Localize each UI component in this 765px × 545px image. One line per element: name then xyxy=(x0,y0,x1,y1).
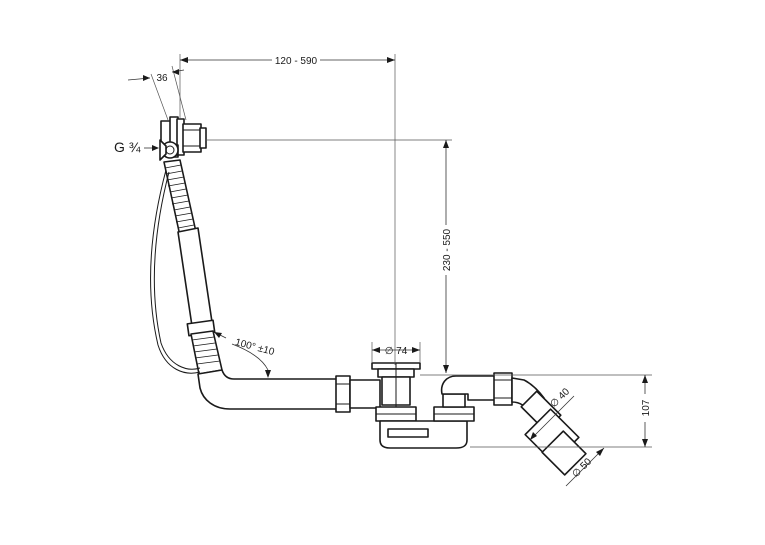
vertical-reach-label: 230 - 550 xyxy=(442,228,453,271)
dimension-horizontal-reach xyxy=(179,54,396,365)
dimension-vertical-reach xyxy=(205,139,452,373)
dimension-connection-thickness xyxy=(127,65,187,121)
bend-angle-label: 100° ±10 xyxy=(234,337,276,358)
connection-thickness-label: 36 xyxy=(156,73,168,84)
dimension-outlet-diameter-40 xyxy=(529,395,575,441)
dimension-waste-diameter xyxy=(371,342,421,362)
dimension-bend-angle xyxy=(213,331,271,378)
outlet-diameter-40-label: ∅ 40 xyxy=(548,386,572,410)
dimension-trap-height xyxy=(420,374,652,448)
overflow-fitting xyxy=(159,116,207,161)
waste-trap-body xyxy=(335,362,475,449)
thread-size-label: G ¾ xyxy=(114,139,141,155)
flexible-hose xyxy=(150,159,223,375)
dimension-outlet-diameter-50 xyxy=(565,447,605,487)
outlet-elbow xyxy=(440,372,587,476)
thread-leader-arrow xyxy=(152,145,159,151)
waste-diameter-label: ∅ 74 xyxy=(385,346,408,357)
trap-height-label: 107 xyxy=(641,399,652,416)
horizontal-reach-label: 120 - 590 xyxy=(275,56,318,67)
